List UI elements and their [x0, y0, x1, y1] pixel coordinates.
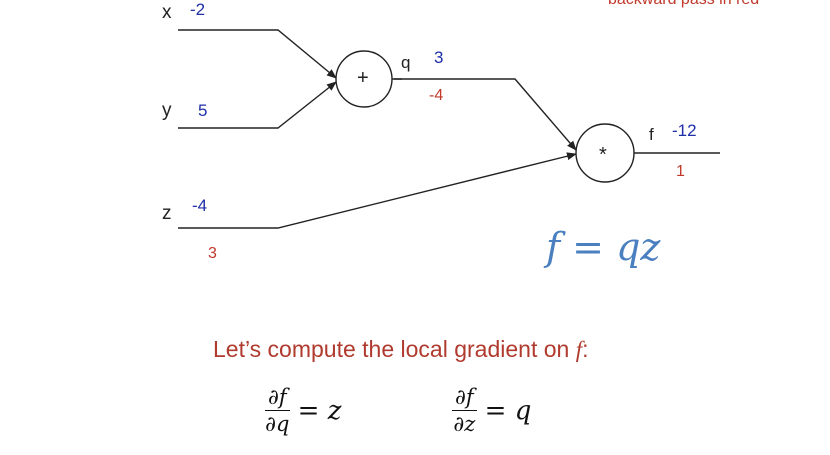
- gradient-2-numerator: ∂f: [452, 386, 477, 412]
- equation: f = qz: [546, 225, 661, 269]
- add-operator: +: [357, 67, 369, 89]
- input-x-label: x: [162, 2, 172, 23]
- backward-pass-note: backward pass in red: [608, 0, 759, 8]
- add-output-label: q: [401, 53, 411, 72]
- subtitle-var: f: [575, 337, 583, 362]
- gradient-2-rhs: = q: [484, 395, 532, 426]
- gradient-2-denominator: ∂z: [453, 412, 476, 437]
- gradient-1-rhs: = z: [297, 395, 342, 426]
- input-z-backward: 3: [208, 245, 217, 262]
- gradient-df-dq: ∂f ∂q = z: [265, 386, 341, 435]
- gradient-1-numerator: ∂f: [265, 386, 290, 412]
- input-z-label: z: [162, 203, 172, 224]
- mul-output-label: f: [649, 125, 654, 144]
- subtitle-colon: :: [582, 336, 589, 362]
- gradient-df-dz: ∂f ∂z = q: [452, 386, 531, 435]
- wire-x: [178, 29, 337, 79]
- wire-y: [178, 81, 337, 129]
- wire-z: [178, 152, 577, 229]
- subtitle: Let’s compute the local gradient on f:: [213, 336, 589, 362]
- input-y-label: y: [162, 100, 172, 121]
- gradient-1-denominator: ∂q: [265, 412, 290, 437]
- input-x-forward: -2: [190, 0, 206, 19]
- subtitle-text: Let’s compute the local gradient on: [213, 336, 576, 362]
- input-z-forward: -4: [192, 196, 208, 215]
- mul-forward: -12: [672, 121, 697, 140]
- mul-operator: *: [599, 144, 607, 166]
- mul-backward: 1: [676, 163, 685, 180]
- add-forward: 3: [434, 48, 444, 67]
- input-y-forward: 5: [198, 101, 208, 120]
- add-backward: -4: [429, 87, 444, 104]
- wire-q: [392, 78, 577, 151]
